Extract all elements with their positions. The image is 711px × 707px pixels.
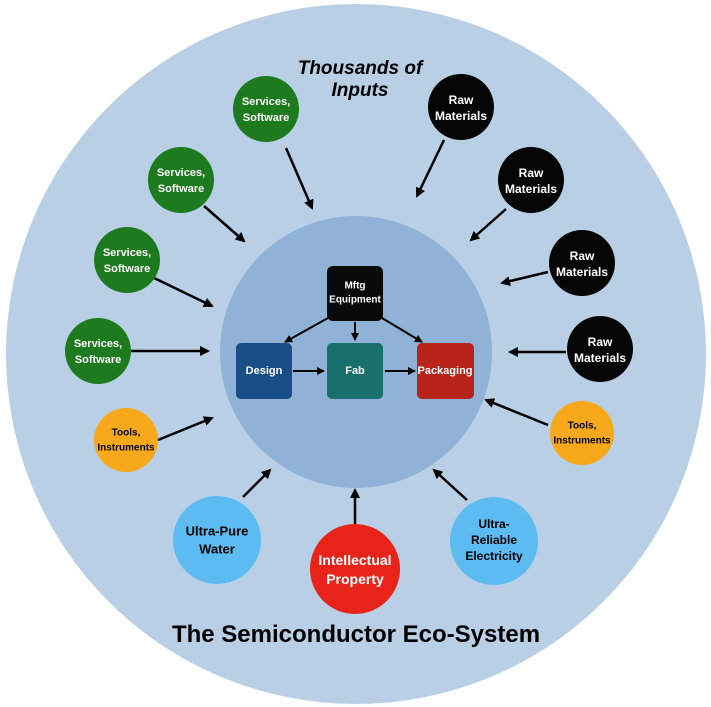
input-node-services-1: Services, Software <box>233 76 299 142</box>
mftg-label-2: Equipment <box>329 295 381 306</box>
raw-2-label-1: Raw <box>519 166 544 180</box>
electricity-label-2: Reliable <box>471 533 517 547</box>
input-node-services-2: Services, Software <box>148 147 214 213</box>
input-node-raw-3: Raw Materials <box>549 230 615 296</box>
tools-right-label-1: Tools, <box>568 421 597 432</box>
input-node-tools-right: Tools, Instruments <box>550 401 614 465</box>
ip-label-2: Property <box>326 571 384 587</box>
input-node-electricity: Ultra- Reliable Electricity <box>450 497 538 585</box>
arrow-services-2 <box>203 205 246 243</box>
ip-label-1: Intellectual <box>318 552 391 568</box>
input-node-water: Ultra-Pure Water <box>173 496 261 584</box>
raw-1-label-2: Materials <box>435 109 487 123</box>
water-label-2: Water <box>199 542 235 557</box>
electricity-label-1: Ultra- <box>478 517 509 531</box>
services-4-label-1: Services, <box>74 338 122 350</box>
tools-left-label-2: Instruments <box>97 443 155 454</box>
fab-label: Fab <box>345 365 365 377</box>
core-arrows <box>284 317 423 375</box>
input-node-services-4: Services, Software <box>65 318 131 384</box>
services-1-label-1: Services, <box>242 96 290 108</box>
services-2-label-2: Software <box>158 183 204 195</box>
input-node-raw-2: Raw Materials <box>498 147 564 213</box>
diagram-title: The Semiconductor Eco-System <box>172 621 540 648</box>
arrow-mftg-packaging <box>381 317 423 343</box>
mftg-label-1: Mftg <box>344 281 365 292</box>
input-node-raw-1: Raw Materials <box>428 74 494 140</box>
services-3-label-1: Services, <box>103 247 151 259</box>
core-box-mftg: Mftg Equipment <box>327 266 383 321</box>
subtitle-line-2: Inputs <box>332 80 389 101</box>
packaging-label: Packaging <box>417 365 472 377</box>
input-node-raw-4: Raw Materials <box>567 316 633 382</box>
arrow-tools-right <box>484 398 549 427</box>
input-node-ip: Intellectual Property <box>310 524 400 614</box>
electricity-label-3: Electricity <box>465 549 523 563</box>
core-box-fab: Fab <box>327 343 383 399</box>
water-label-1: Ultra-Pure <box>186 524 249 539</box>
arrow-electricity <box>432 468 468 501</box>
arrow-raw-1 <box>415 139 446 198</box>
tools-left-label-1: Tools, <box>112 428 141 439</box>
arrow-raw-2 <box>469 208 507 242</box>
services-3-label-2: Software <box>104 263 150 275</box>
raw-4-label-1: Raw <box>588 335 613 349</box>
raw-3-label-1: Raw <box>570 249 595 263</box>
input-node-tools-left: Tools, Instruments <box>94 408 158 472</box>
arrow-water <box>242 468 272 498</box>
services-1-label-2: Software <box>243 112 289 124</box>
design-label: Design <box>246 365 283 377</box>
raw-3-label-2: Materials <box>556 265 608 279</box>
arrow-tools-left <box>157 416 214 442</box>
raw-4-label-2: Materials <box>574 351 626 365</box>
arrow-raw-3 <box>500 270 549 287</box>
raw-1-label-1: Raw <box>449 93 474 107</box>
input-node-services-3: Services, Software <box>94 227 160 293</box>
core-box-design: Design <box>236 343 292 399</box>
services-4-label-2: Software <box>75 354 121 366</box>
services-2-label-1: Services, <box>157 167 205 179</box>
subtitle-line-1: Thousands of <box>298 58 424 79</box>
tools-right-label-2: Instruments <box>553 436 611 447</box>
arrow-mftg-design <box>284 317 329 343</box>
arrow-services-1 <box>284 147 314 210</box>
core-box-packaging: Packaging <box>417 343 474 399</box>
input-arrows <box>131 139 566 525</box>
arrow-services-3 <box>149 274 214 308</box>
raw-2-label-2: Materials <box>505 182 557 196</box>
